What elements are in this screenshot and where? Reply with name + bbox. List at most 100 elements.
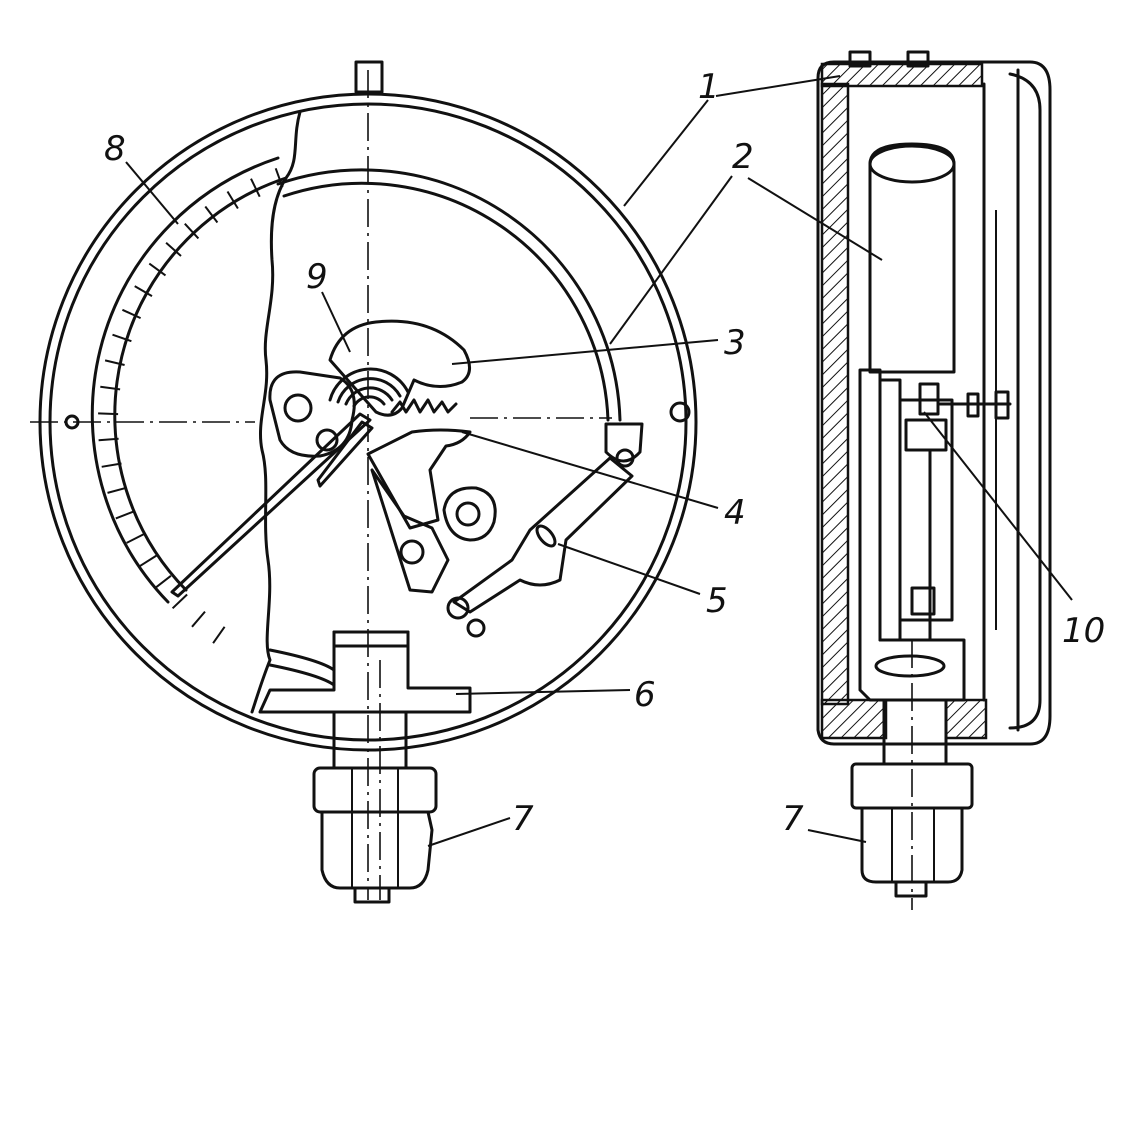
scale-tick bbox=[126, 533, 145, 544]
leader-3 bbox=[451, 339, 719, 365]
callout-6: 6 bbox=[634, 675, 656, 715]
leader-1-front bbox=[623, 99, 709, 207]
side-shaft-collar bbox=[966, 392, 980, 418]
side-shaft-end bbox=[994, 390, 1010, 420]
link-pin-lower bbox=[446, 596, 470, 620]
scale-ticks bbox=[98, 167, 284, 644]
top-stud bbox=[354, 60, 384, 94]
leader-5 bbox=[557, 543, 701, 595]
front-fitting bbox=[312, 660, 438, 904]
scale-tick bbox=[134, 285, 153, 297]
side-fitting-thread bbox=[860, 806, 964, 884]
hairspring-coil-1 bbox=[328, 367, 410, 402]
callout-labels: 1 2 3 4 5 6 7 7 8 9 10 bbox=[104, 67, 1105, 839]
scale-tick bbox=[226, 190, 239, 210]
fitting-thread bbox=[320, 810, 434, 890]
leader-lines bbox=[125, 75, 1073, 847]
sector bbox=[328, 319, 471, 417]
side-case-outer bbox=[816, 60, 1052, 746]
side-fitting bbox=[850, 640, 974, 910]
hairspring bbox=[328, 367, 410, 408]
socket-curve-2 bbox=[268, 663, 336, 687]
side-fitting-tip bbox=[894, 880, 928, 898]
side-stud-1 bbox=[848, 50, 872, 68]
side-movement bbox=[858, 368, 1012, 702]
side-fitting-stem bbox=[882, 698, 948, 766]
movement-plate bbox=[268, 370, 356, 458]
leader-7-front bbox=[427, 817, 511, 847]
scale-tick bbox=[212, 626, 226, 644]
side-link-block bbox=[910, 586, 936, 616]
right-screw-lobe bbox=[442, 486, 497, 542]
link-slot bbox=[535, 524, 557, 548]
bourdon-tube-inner bbox=[282, 181, 610, 422]
scale-tick bbox=[204, 205, 219, 224]
scale-tick bbox=[107, 486, 128, 494]
side-gear-block bbox=[904, 418, 948, 452]
side-top-bezel bbox=[820, 62, 984, 88]
hairspring-coil-2 bbox=[336, 377, 402, 404]
right-screw bbox=[455, 501, 481, 527]
side-tube-top bbox=[868, 144, 956, 184]
socket-curve bbox=[268, 648, 336, 672]
side-view bbox=[816, 50, 1052, 910]
callout-2: 2 bbox=[732, 137, 754, 177]
sector-teeth bbox=[390, 398, 458, 414]
scale-tick bbox=[101, 462, 122, 468]
cutaway-edge bbox=[250, 110, 302, 714]
link-bracket bbox=[370, 468, 450, 594]
link-pin-lower-2 bbox=[466, 618, 486, 638]
tube-tip bbox=[604, 422, 644, 463]
plate-screw-1 bbox=[283, 393, 313, 423]
scale-inner-arc bbox=[113, 176, 288, 592]
scale-tick bbox=[191, 610, 206, 628]
scale-tick bbox=[104, 359, 125, 366]
mount-hole-right bbox=[669, 401, 691, 423]
callout-1: 1 bbox=[698, 67, 720, 107]
callout-10: 10 bbox=[1062, 611, 1105, 651]
leader-10 bbox=[923, 411, 1073, 601]
fitting-nut bbox=[312, 766, 438, 814]
side-plate-2 bbox=[898, 398, 954, 622]
scale-outer-arc bbox=[90, 156, 280, 604]
callout-5: 5 bbox=[706, 581, 728, 621]
side-plate-1 bbox=[878, 378, 902, 642]
scale-tick bbox=[148, 262, 167, 277]
scale-tick bbox=[165, 242, 182, 257]
callout-7-side: 7 bbox=[782, 799, 804, 839]
leader-2-side bbox=[747, 177, 883, 261]
dial-scale bbox=[90, 156, 288, 644]
callout-8: 8 bbox=[104, 129, 126, 169]
side-glass bbox=[1008, 72, 1042, 730]
scale-tick bbox=[121, 308, 142, 320]
side-slot bbox=[874, 654, 946, 678]
scale-tick bbox=[250, 178, 261, 198]
tube-tip-pin bbox=[615, 448, 635, 468]
leader-4 bbox=[461, 431, 719, 509]
pointer-tail bbox=[316, 420, 374, 488]
leader-2-front bbox=[609, 175, 733, 345]
scale-tick bbox=[98, 437, 119, 442]
leader-9 bbox=[321, 291, 351, 353]
pointer bbox=[170, 412, 372, 598]
side-bottom-left bbox=[820, 698, 888, 740]
side-bottom-right bbox=[944, 698, 988, 740]
socket-collar bbox=[332, 630, 410, 648]
scale-tick bbox=[171, 593, 188, 610]
side-case-wall bbox=[820, 82, 850, 706]
leader-1-side bbox=[715, 75, 841, 97]
fitting-tip bbox=[353, 886, 391, 904]
front-view bbox=[30, 60, 698, 904]
leader-7-side bbox=[807, 829, 867, 843]
callout-4: 4 bbox=[724, 493, 746, 533]
plate-screw-2 bbox=[315, 428, 339, 452]
scale-tick bbox=[154, 575, 172, 589]
scale-tick bbox=[100, 385, 121, 391]
callout-3: 3 bbox=[724, 323, 746, 363]
side-stud-2 bbox=[906, 50, 930, 68]
hairspring-coil-4 bbox=[352, 395, 386, 408]
callout-9: 9 bbox=[306, 257, 328, 297]
callout-7-front: 7 bbox=[512, 799, 534, 839]
